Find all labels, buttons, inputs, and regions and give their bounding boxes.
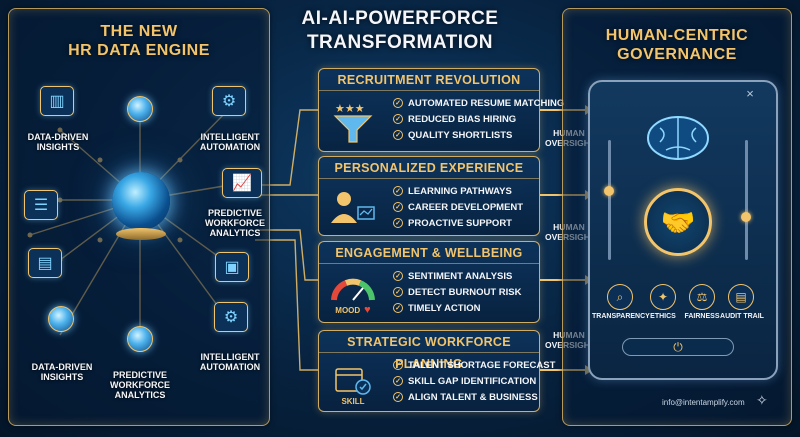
check-icon: ✓ [393, 202, 403, 212]
card-strategic-planning: STRATEGIC WORKFORCE PLANNING SKILL ✓TALE… [318, 330, 555, 412]
check-icon: ✓ [393, 98, 403, 108]
card-title: STRATEGIC WORKFORCE PLANNING [319, 331, 539, 371]
card-title: ENGAGEMENT & WELLBEING [319, 242, 539, 264]
left-slider-handle[interactable] [604, 186, 614, 196]
page-title-line1: AI-AI-POWERFORCE [301, 8, 499, 29]
list-item: ✓TALENT SHORTAGE FORECAST [393, 357, 555, 373]
dashboard-icon: ▤ [28, 248, 62, 278]
card-engagement: ENGAGEMENT & WELLBEING MOOD ♥ ✓SENTIMENT… [318, 241, 540, 323]
list-item: ✓SKILL GAP IDENTIFICATION [393, 373, 555, 389]
check-icon: ✓ [393, 392, 403, 402]
analytics-icon: ▥ [40, 86, 74, 116]
network-node-orb [127, 96, 153, 122]
scales-icon: ⚖ [689, 284, 715, 310]
trend-chart-icon: 📈 [222, 168, 262, 198]
principle-label-fairness: FAIRNESS [684, 313, 720, 320]
check-icon: ✓ [393, 303, 403, 313]
list-item: ✓TIMELY ACTION [393, 300, 521, 316]
close-icon[interactable]: × [746, 86, 754, 101]
power-bar [622, 338, 734, 356]
card-recruitment: RECRUITMENT REVOLUTION ★★★ ✓AUTOMATED RE… [318, 68, 564, 152]
node-label-predictive-right: PREDICTIVE WORKFORCE ANALYTICS [205, 208, 265, 238]
principle-label-ethics: ETHICS [650, 313, 676, 320]
card-title: PERSONALIZED EXPERIENCE [319, 157, 539, 179]
ethics-icon: ✦ [650, 284, 676, 310]
check-icon: ✓ [393, 287, 403, 297]
list-item: ✓PROACTIVE SUPPORT [393, 215, 523, 231]
card-title: RECRUITMENT REVOLUTION [319, 69, 539, 91]
node-label-predictive-bottom: PREDICTIVE WORKFORCE ANALYTICS [110, 370, 170, 400]
gear-icon: ⚙ [214, 302, 248, 332]
network-orb-icon [127, 326, 153, 352]
right-slider-handle[interactable] [741, 212, 751, 222]
central-data-orb [112, 172, 170, 230]
node-label-data-insights-bottom: DATA-DRIVEN INSIGHTS [31, 362, 93, 382]
governance-title-line1: HUMAN-CENTRIC [605, 27, 749, 44]
network-orb-icon [48, 306, 74, 332]
magnifier-icon: ⌕ [607, 284, 633, 310]
check-icon: ✓ [393, 271, 403, 281]
page-title: AI-AI-POWERFORCE TRANSFORMATION [270, 8, 530, 54]
handshake-icon: 🤝 [644, 188, 712, 256]
list-item: ✓QUALITY SHORTLISTS [393, 127, 564, 143]
principle-label-audit-trail: AUDIT TRAIL [720, 313, 764, 320]
calendar-icon: SKILL [327, 361, 379, 409]
card-personalized: PERSONALIZED EXPERIENCE ✓LEARNING PATHWA… [318, 156, 540, 236]
brain-icon [642, 112, 714, 164]
mood-label: MOOD [335, 305, 361, 315]
list-item: ✓CAREER DEVELOPMENT [393, 199, 523, 215]
governance-title-line2: GOVERNANCE [617, 46, 737, 63]
card-items: ✓TALENT SHORTAGE FORECAST ✓SKILL GAP IDE… [393, 357, 555, 405]
list-item: ✓LEARNING PATHWAYS [393, 183, 523, 199]
sparkle-icon: ✧ [756, 392, 768, 408]
engine-title-line2: HR DATA ENGINE [68, 42, 210, 59]
check-icon: ✓ [393, 360, 403, 370]
check-icon: ✓ [393, 376, 403, 386]
check-icon: ✓ [393, 114, 403, 124]
list-item: ✓REDUCED BIAS HIRING [393, 111, 564, 127]
list-item: ✓AUTOMATED RESUME MATCHING [393, 95, 564, 111]
mood-gauge-icon: MOOD ♥ [327, 272, 379, 320]
monitor-icon: ▣ [215, 252, 249, 282]
list-item: ✓SENTIMENT ANALYSIS [393, 268, 521, 284]
left-slider-track [608, 140, 611, 260]
funnel-stars-icon: ★★★ [327, 99, 379, 147]
governance-title: HUMAN-CENTRIC GOVERNANCE [562, 26, 792, 64]
check-icon: ✓ [393, 130, 403, 140]
check-icon: ✓ [393, 218, 403, 228]
heart-icon: ♥ [364, 304, 371, 316]
skill-label: SKILL [341, 396, 365, 406]
person-pathway-icon [327, 187, 379, 235]
orb-pedestal [116, 228, 166, 240]
right-slider-track [745, 140, 748, 260]
engine-title-line1: THE NEW [100, 23, 178, 40]
list-item: ✓DETECT BURNOUT RISK [393, 284, 521, 300]
node-label-data-insights-top: DATA-DRIVEN INSIGHTS [27, 132, 89, 152]
server-icon: ☰ [24, 190, 58, 220]
principle-label-transparency: TRANSPARENCY [592, 313, 650, 320]
check-icon: ✓ [393, 186, 403, 196]
gear-icon: ⚙ [212, 86, 246, 116]
card-items: ✓LEARNING PATHWAYS ✓CAREER DEVELOPMENT ✓… [393, 183, 523, 231]
card-items: ✓SENTIMENT ANALYSIS ✓DETECT BURNOUT RISK… [393, 268, 521, 316]
node-label-automation-top: INTELLIGENT AUTOMATION [199, 132, 261, 152]
node-label-automation-bottom: INTELLIGENT AUTOMATION [199, 352, 261, 372]
page-title-line2: TRANSFORMATION [306, 32, 494, 53]
footer-email[interactable]: info@intentamplify.com [662, 398, 745, 407]
power-icon[interactable]: ⏻ [673, 340, 683, 354]
card-items: ✓AUTOMATED RESUME MATCHING ✓REDUCED BIAS… [393, 95, 564, 143]
engine-title: THE NEW HR DATA ENGINE [8, 22, 270, 60]
list-item: ✓ALIGN TALENT & BUSINESS [393, 389, 555, 405]
document-icon: ▤ [728, 284, 754, 310]
svg-text:★★★: ★★★ [335, 103, 365, 115]
